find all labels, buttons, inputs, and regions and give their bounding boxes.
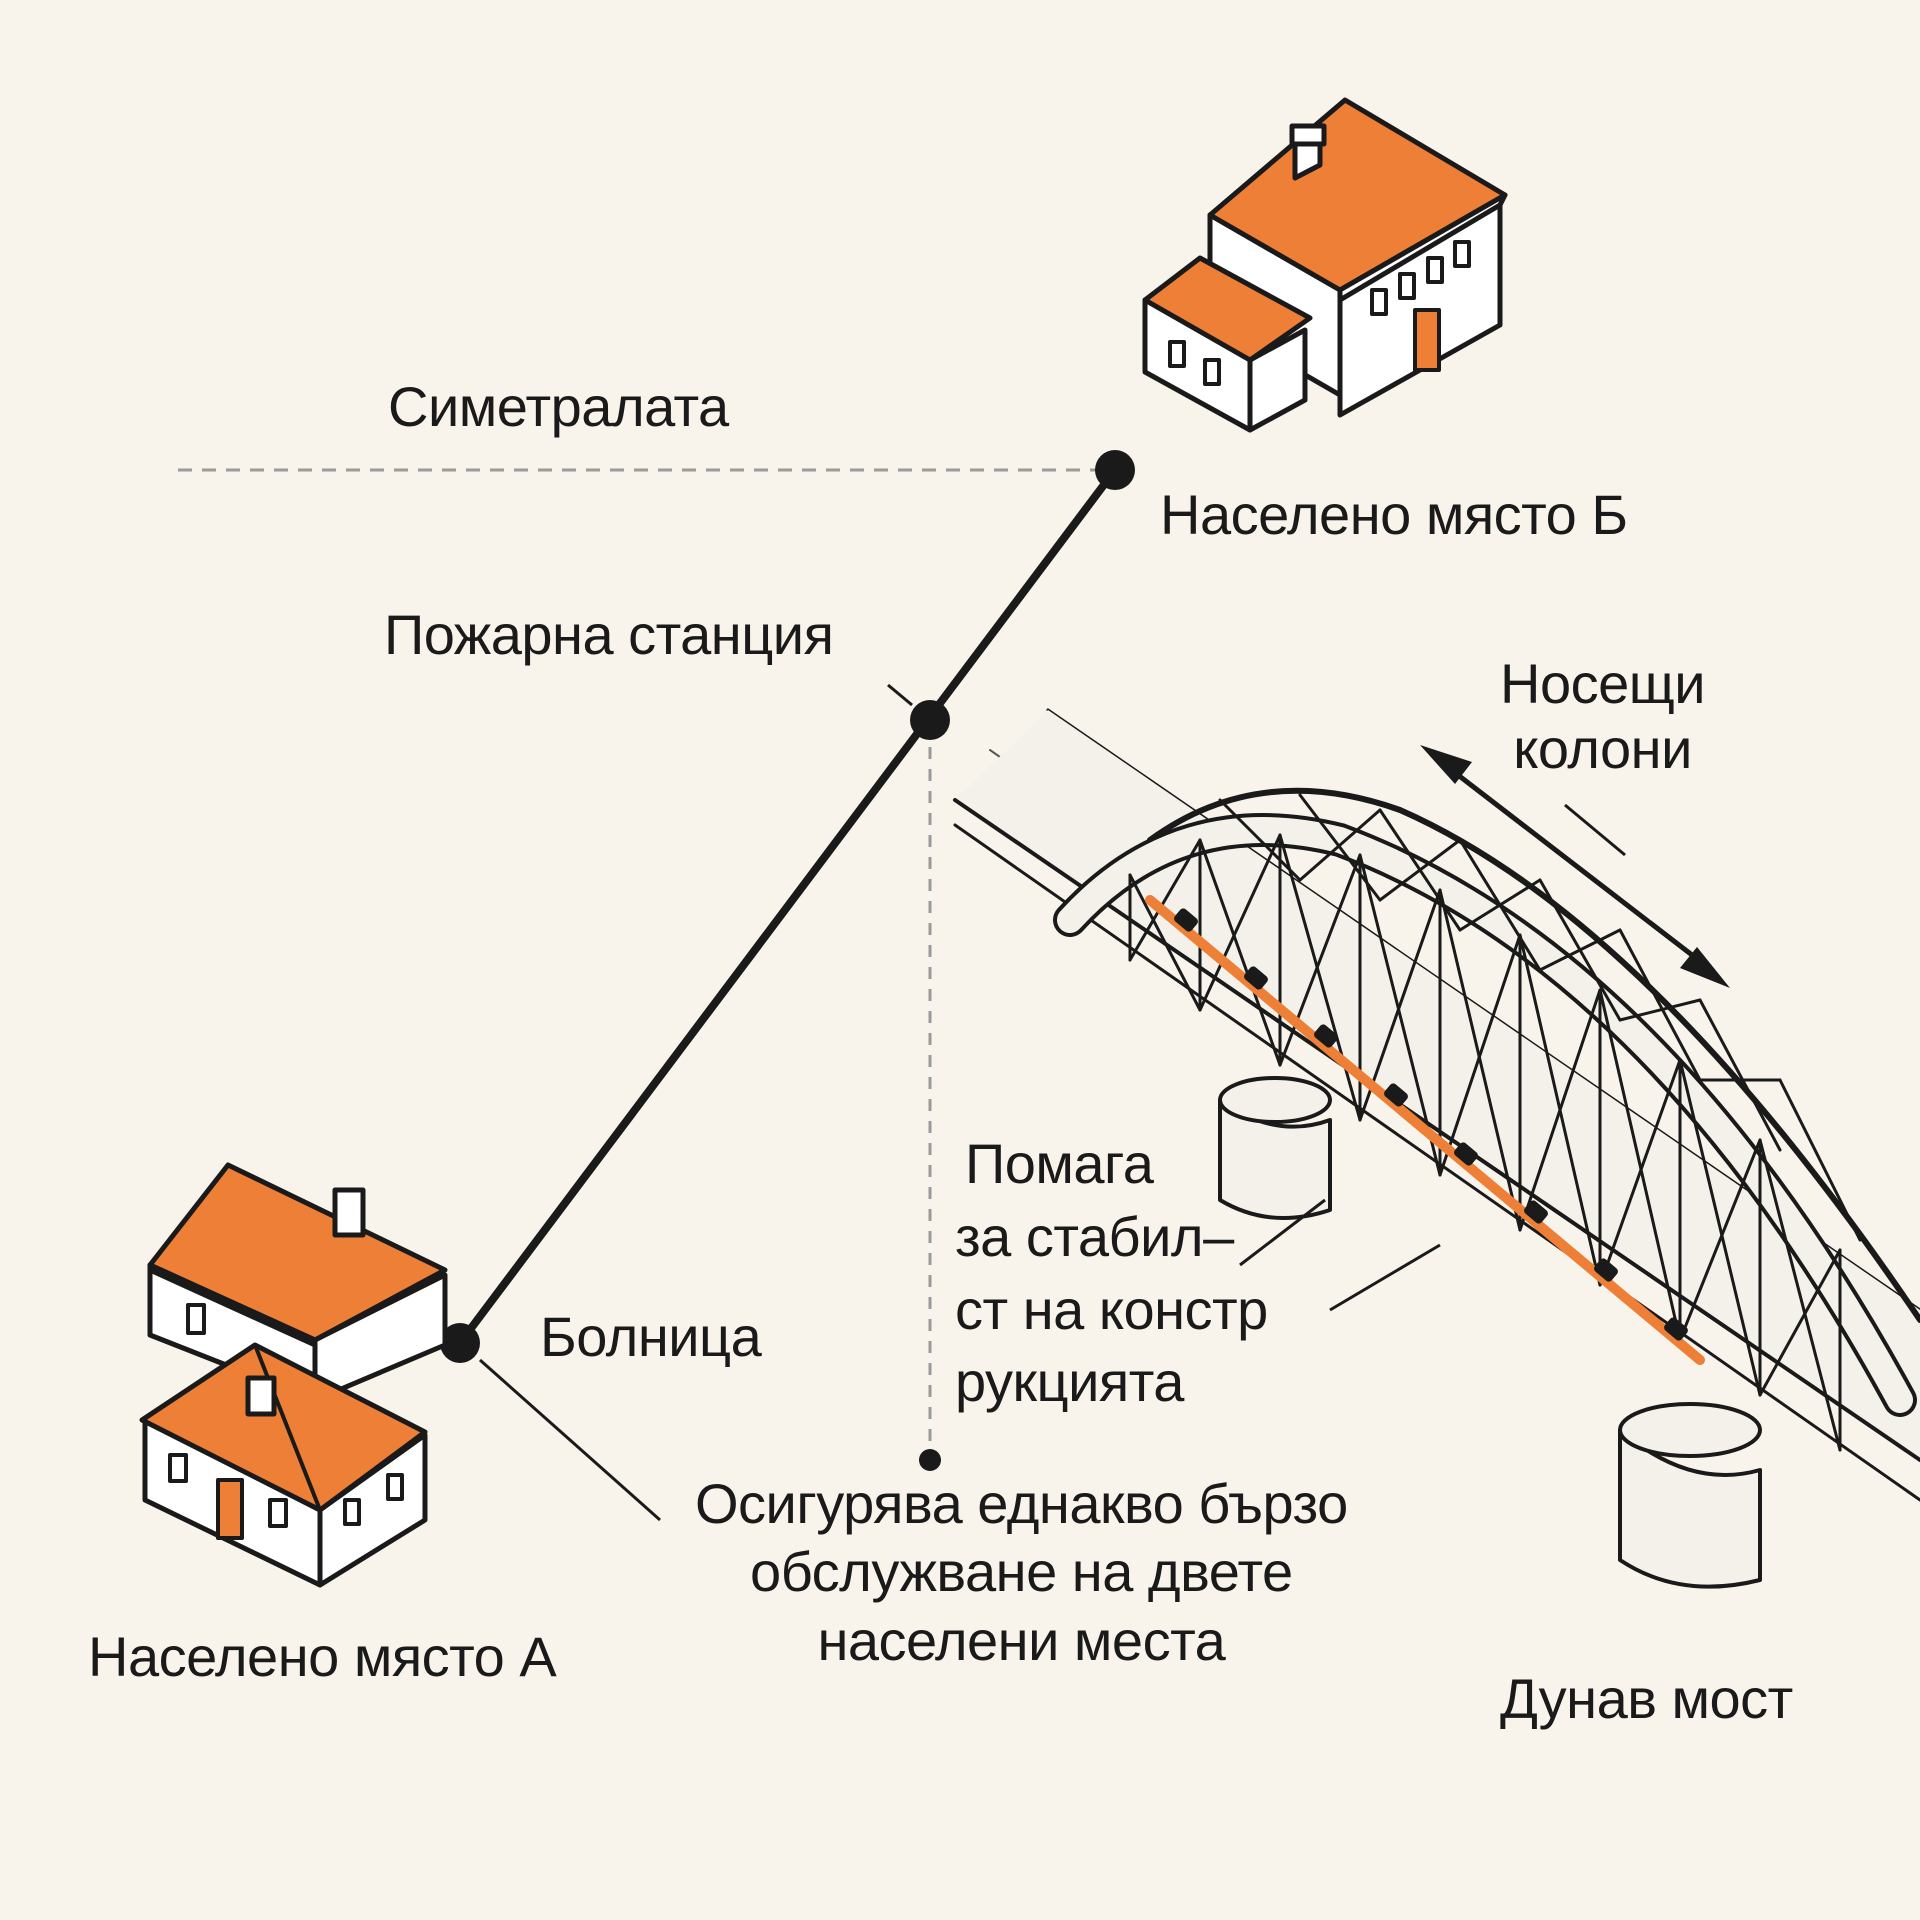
label-line: Помага	[965, 1132, 1154, 1195]
label-line: за стабил–	[955, 1204, 1234, 1268]
segment-ab	[456, 466, 1119, 1347]
danube-bridge	[953, 708, 1920, 1589]
perpendicular-bisector-label: Симетралата	[388, 375, 729, 438]
bridge-arch-front	[1057, 817, 1913, 1413]
label-line: Осигурява еднакво бързо	[695, 1472, 1348, 1535]
double-arrow-icon	[1420, 745, 1730, 988]
point-a	[440, 1323, 480, 1363]
stability-label: Помага за стабил– ст на констр рукцията	[955, 1128, 1268, 1419]
house-b-icon	[1142, 97, 1508, 433]
danube-bridge-label: Дунав мост	[1500, 1667, 1793, 1730]
bearing-columns-label: Носещи колони	[1500, 652, 1706, 782]
label-line: Носещи	[1500, 652, 1706, 715]
label-line: колони	[1513, 716, 1692, 780]
cable-clamps	[1174, 908, 1688, 1341]
house-a-back-icon	[147, 1162, 448, 1403]
label-line: ст на констр	[955, 1277, 1268, 1341]
label-line: рукцията	[955, 1350, 1184, 1414]
label-line: населени места	[817, 1608, 1226, 1672]
bridge-truss	[1128, 793, 1862, 1452]
drop-line-end-dot	[919, 1449, 941, 1471]
leader-line	[1239, 1198, 1326, 1267]
equal-service-label: Осигурява еднакво бързо обслужване на дв…	[695, 1470, 1348, 1675]
label-line: обслужване на двете	[750, 1540, 1293, 1604]
leader-line	[887, 683, 913, 707]
leader-line	[479, 1358, 661, 1522]
point-fire-station	[910, 700, 950, 740]
bridge-pier	[1218, 1076, 1762, 1589]
point-b	[1095, 450, 1135, 490]
bridge-arch-back	[1147, 787, 1920, 1323]
leader-line	[1329, 1243, 1441, 1312]
stability-cable	[1145, 895, 1705, 1365]
settlement-a-label: Населено място А	[88, 1625, 557, 1688]
house-a-front-icon	[139, 1342, 428, 1588]
fire-station-label: Пожарна станция	[384, 603, 834, 666]
hospital-label: Болница	[540, 1305, 762, 1368]
settlement-b-label: Населено място Б	[1160, 483, 1628, 546]
leader-line	[1564, 803, 1626, 857]
